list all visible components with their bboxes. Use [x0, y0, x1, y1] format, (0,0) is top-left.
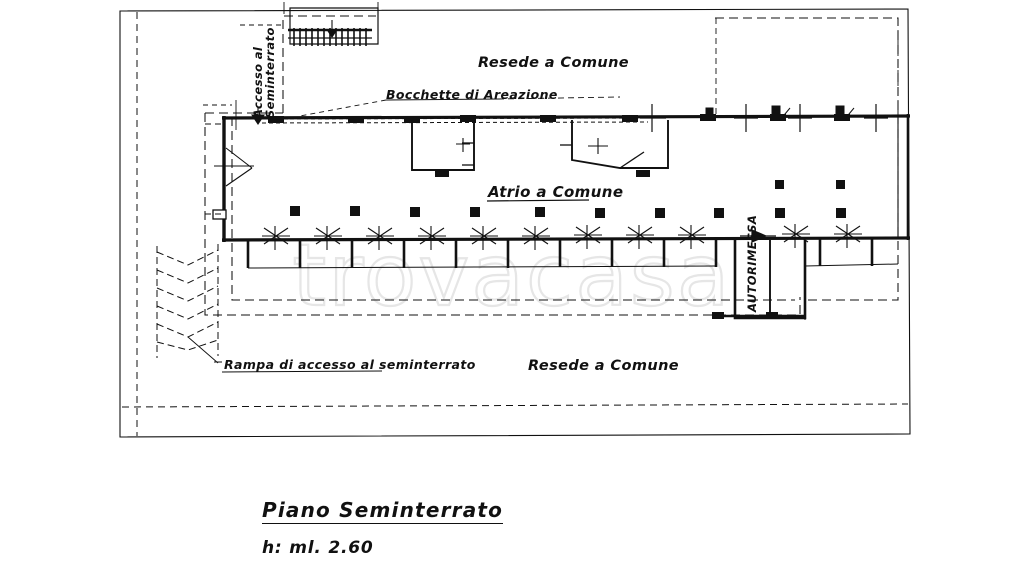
site-boundary [119, 8, 911, 438]
room-tag-left [435, 170, 449, 177]
opening-symbol-1 [771, 105, 781, 121]
left-wall-window-sym [214, 147, 254, 187]
column [410, 207, 420, 217]
column [836, 180, 845, 189]
label-autorimessa: AUTORIMESSA [745, 215, 759, 313]
ramp-chevrons [156, 249, 219, 351]
boundary-dashed-bottom [121, 403, 909, 408]
column [714, 208, 724, 218]
column [290, 206, 300, 216]
plan-caption-height: h: ml. 2.60 [262, 538, 374, 558]
envelope-right [715, 17, 899, 301]
grille-leader-line [299, 99, 387, 117]
column [350, 206, 360, 216]
column [775, 208, 785, 218]
top-wall-structural-ticks [640, 104, 888, 132]
plan-caption-title: Piano Seminterrato [262, 498, 504, 524]
column [470, 207, 480, 217]
label-rampa: Rampa di accesso al seminterrato [224, 357, 476, 372]
column [836, 208, 846, 218]
top-wall-openings [705, 105, 855, 121]
left-wall-details [203, 100, 254, 220]
opening-swing-arcs [779, 107, 855, 121]
label-accesso-line2: Seminterrato [263, 27, 277, 118]
stair-direction-arrow [326, 20, 338, 38]
access-ramp [156, 244, 222, 364]
room-ticks [456, 138, 608, 154]
internal-rooms [411, 120, 669, 171]
opening-symbol-3 [705, 107, 714, 121]
grille-label-underline [385, 98, 501, 101]
watermark: trovacasa [291, 225, 732, 327]
stall-splay-marks [262, 224, 862, 250]
room-cantina-left [411, 120, 475, 171]
label-atrio: Atrio a Comune [487, 183, 623, 201]
label-accesso-line1: Accesso al [251, 46, 265, 119]
stall-curb-right [804, 263, 899, 267]
envelope-inner [231, 117, 795, 301]
stall-dividers [246, 238, 874, 268]
room-id-marks [435, 170, 650, 177]
label-resede-top: Resede a Comune [478, 55, 629, 71]
autorimessa-bay [712, 229, 807, 320]
stair-outline [289, 7, 379, 45]
grille-dashed-run [261, 117, 649, 124]
ramp-leader [187, 336, 219, 364]
access-stair-detail [240, 2, 379, 46]
label-atrio-underline [486, 199, 590, 202]
label-bocchette: Bocchette di Areazione [386, 87, 558, 102]
grille-leader-right [497, 96, 621, 100]
column [535, 207, 545, 217]
autorimessa-door-marks [712, 312, 778, 319]
room-tag-right [636, 170, 650, 177]
label-rampa-underline [221, 370, 383, 373]
parking-stalls [246, 224, 899, 269]
label-resede-bottom: Resede a Comune [528, 358, 679, 374]
stair-dim-ticks [283, 2, 379, 14]
column [655, 208, 665, 218]
dimension-lines [205, 18, 899, 215]
watermark-text: trovacasa [293, 226, 732, 326]
label-accesso-group: Accesso al Seminterrato [248, 27, 288, 125]
wall-top [221, 114, 911, 120]
boundary-outline [119, 8, 911, 438]
opening-symbol-2 [835, 105, 845, 121]
room-right-diagonal [619, 151, 645, 169]
stall-curb-left [247, 265, 717, 269]
column-symbols [290, 180, 846, 218]
column [775, 180, 784, 189]
main-hall-walls [221, 114, 911, 242]
room-cantina-right [571, 120, 669, 169]
autorimessa-entry-arrow [740, 229, 776, 243]
envelope-stair-shaft [282, 15, 376, 113]
left-wall-door [212, 209, 227, 220]
column [595, 208, 605, 218]
